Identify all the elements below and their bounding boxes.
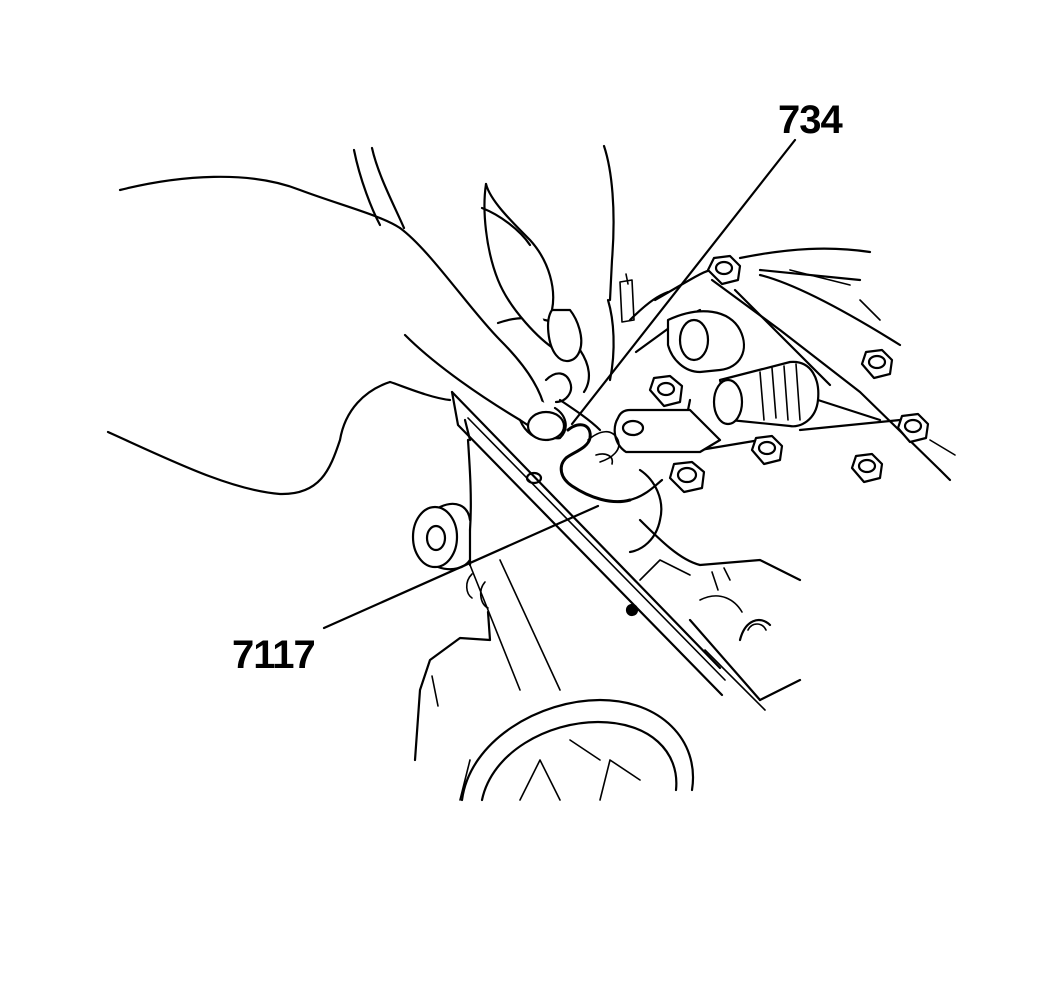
bolt: [668, 460, 706, 494]
tool: [628, 468, 664, 554]
bolt: [706, 254, 742, 286]
bolt: [648, 374, 684, 408]
bracket: [613, 408, 722, 454]
callout-7117: 7117: [232, 504, 600, 677]
bolts: [648, 254, 930, 494]
right-hand: [352, 144, 635, 394]
pulley: [459, 698, 695, 802]
callout-label-7117: 7117: [232, 633, 315, 677]
wire-loop: [559, 423, 632, 504]
mounting-boss: [411, 502, 472, 571]
bolt: [750, 434, 784, 466]
bolt: [860, 348, 894, 380]
left-hand: [106, 175, 573, 496]
callout-label-734: 734: [778, 98, 843, 142]
callout-734: 734: [570, 98, 844, 426]
bolt: [850, 452, 884, 484]
bolt: [896, 412, 930, 444]
